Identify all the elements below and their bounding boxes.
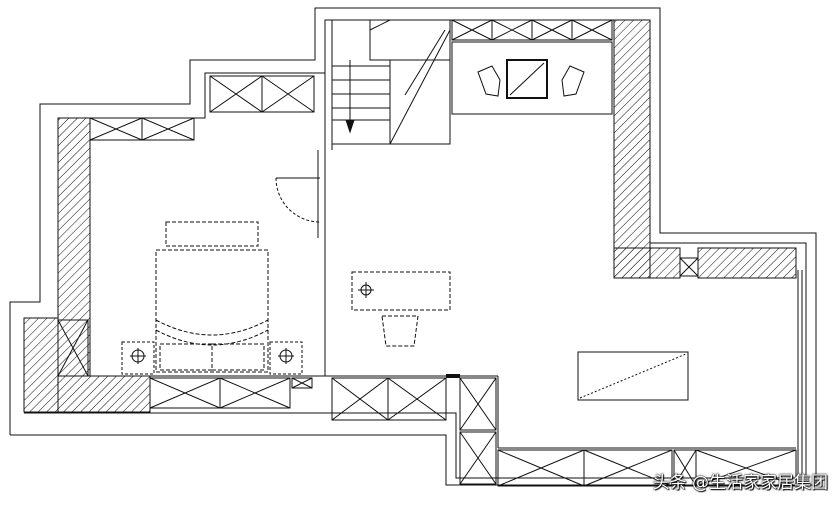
cabinet-cross [209,75,263,113]
right-window [797,270,803,478]
cabinet [583,449,673,487]
cabinet [571,19,613,41]
cabinet-cross [291,377,313,389]
cabinet-cross [57,319,89,377]
cabinet [141,117,195,141]
tv-area [451,41,613,115]
cabinet-cross [679,257,699,277]
cabinet [57,319,89,377]
cabinet-cross [331,377,389,421]
staircase [331,19,451,145]
cabinet-cross [141,117,195,141]
cabinet [387,377,447,421]
cabinet-cross [571,19,613,41]
cabinet-cross [491,19,533,41]
cabinet-cross [583,449,673,487]
nightstands [121,341,303,375]
cabinet [679,257,699,277]
cabinet-cross [219,377,291,409]
cabinet-cross [695,449,797,487]
cabinet [219,377,291,409]
partitions [150,20,796,449]
table [577,351,689,401]
cabinet-cross [673,449,697,487]
cabinet [291,377,313,389]
cabinet-cross [531,19,573,41]
watermark: 头条 @生活家家居集团 [652,473,828,493]
cabinet-cross [497,449,585,487]
cabinet-cross [149,377,221,409]
hatched-walls [23,19,797,413]
cabinet [695,449,797,487]
cabinet-cross [387,377,447,421]
cabinet-cross [261,75,315,113]
cabinet [459,431,497,485]
cabinet [459,377,497,431]
bedroom-door [275,150,326,238]
cabinet-cross [451,19,493,41]
bed [155,221,269,373]
cabinet-cross [459,431,497,485]
cabinet-cross [459,377,497,431]
desk [351,271,451,347]
outer-boundary [9,7,817,486]
cabinet [261,75,315,113]
cabinet-cross [89,117,143,141]
cabinets [57,19,797,487]
